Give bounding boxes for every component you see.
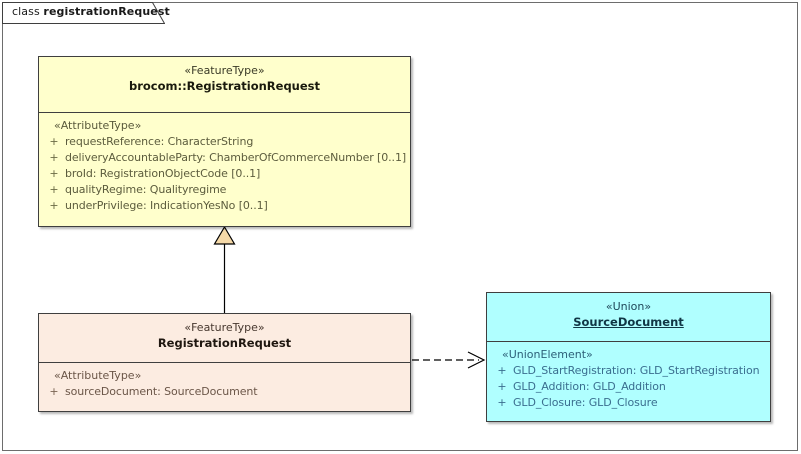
attribute-visibility: + [497, 380, 507, 393]
attribute-row[interactable]: + GLD_Addition: GLD_Addition [491, 379, 766, 395]
class-header: «FeatureType» brocom::RegistrationReques… [39, 57, 410, 113]
attribute-row[interactable]: + broId: RegistrationObjectCode [0..1] [43, 166, 406, 182]
class-stereotype: «FeatureType» [184, 64, 265, 77]
attribute-row[interactable]: + sourceDocument: SourceDocument [43, 384, 406, 400]
class-header: «FeatureType» RegistrationRequest [39, 314, 410, 363]
generalization-arrowhead [213, 225, 236, 245]
compartment-stereotype: «UnionElement» [502, 348, 593, 361]
generalization-connector[interactable] [213, 225, 236, 313]
class-name: RegistrationRequest [157, 336, 292, 350]
attribute-visibility: + [49, 151, 59, 164]
class-node-brocom-registration-request[interactable]: «FeatureType» brocom::RegistrationReques… [38, 56, 411, 227]
attribute-row[interactable]: + requestReference: CharacterString [43, 134, 406, 150]
attribute-label: deliveryAccountableParty: ChamberOfComme… [65, 151, 407, 164]
attribute-label: sourceDocument: SourceDocument [65, 385, 258, 398]
class-stereotype: «Union» [605, 300, 652, 313]
class-attributes-compartment: «UnionElement» + GLD_StartRegistration: … [487, 342, 770, 417]
diagram-frame-tab: class registrationRequest [2, 2, 170, 24]
attribute-row[interactable]: + GLD_StartRegistration: GLD_StartRegist… [491, 363, 766, 379]
attribute-visibility: + [49, 199, 59, 212]
attribute-label: GLD_Addition: GLD_Addition [513, 380, 666, 393]
class-attributes-compartment: «AttributeType» + sourceDocument: Source… [39, 363, 410, 406]
dependency-connector[interactable] [412, 351, 486, 369]
attribute-row[interactable]: + GLD_Closure: GLD_Closure [491, 395, 766, 411]
attribute-visibility: + [497, 364, 507, 377]
attribute-row[interactable]: + underPrivilege: IndicationYesNo [0..1] [43, 198, 406, 214]
class-header: «Union» SourceDocument [487, 293, 770, 342]
attribute-label: GLD_StartRegistration: GLD_StartRegistra… [513, 364, 760, 377]
attribute-visibility: + [49, 167, 59, 180]
attribute-row[interactable]: + deliveryAccountableParty: ChamberOfCom… [43, 150, 406, 166]
compartment-stereotype: «AttributeType» [54, 119, 142, 132]
frame-tab-shape [2, 2, 165, 24]
attribute-label: broId: RegistrationObjectCode [0..1] [65, 167, 261, 180]
diagram-frame-name: registrationRequest [43, 5, 170, 18]
class-attributes-compartment: «AttributeType» + requestReference: Char… [39, 113, 410, 220]
attribute-label: requestReference: CharacterString [65, 135, 254, 148]
attribute-label: qualityRegime: Qualityregime [65, 183, 227, 196]
attribute-visibility: + [497, 396, 507, 409]
attribute-label: underPrivilege: IndicationYesNo [0..1] [65, 199, 268, 212]
attribute-row[interactable]: + qualityRegime: Qualityregime [43, 182, 406, 198]
attribute-visibility: + [49, 385, 59, 398]
class-name: SourceDocument [573, 315, 684, 329]
diagram-frame-keyword: class [12, 5, 40, 18]
compartment-stereotype: «AttributeType» [54, 369, 142, 382]
attribute-visibility: + [49, 135, 59, 148]
class-node-source-document[interactable]: «Union» SourceDocument «UnionElement» + … [486, 292, 771, 422]
class-node-registration-request[interactable]: «FeatureType» RegistrationRequest «Attri… [38, 313, 411, 412]
attribute-visibility: + [49, 183, 59, 196]
diagram-frame-title: class registrationRequest [12, 5, 170, 18]
class-stereotype: «FeatureType» [184, 321, 265, 334]
dependency-arrowhead [467, 351, 486, 369]
class-name: brocom::RegistrationRequest [128, 79, 321, 93]
attribute-label: GLD_Closure: GLD_Closure [513, 396, 658, 409]
